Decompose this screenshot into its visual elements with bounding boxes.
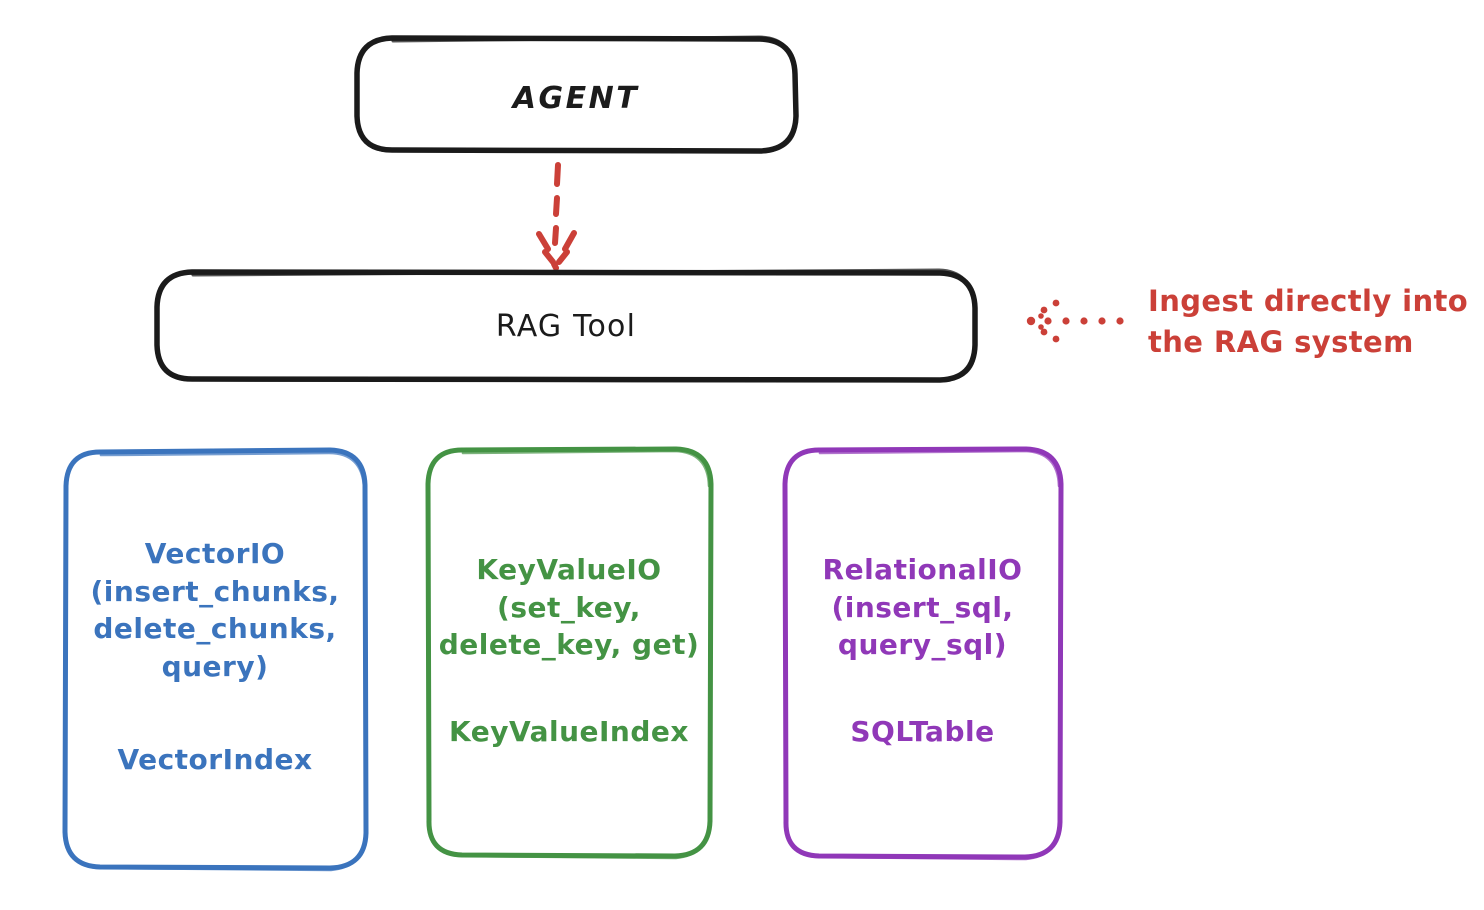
relational-io-box-sketch-overlay	[784, 449, 1062, 861]
keyvalue-io-interface-label: KeyValueIO (set_key, delete_key, get)	[438, 553, 700, 662]
keyvalue-io-box[interactable]	[425, 446, 714, 859]
rag-tool-box-sketch-overlay	[155, 268, 977, 383]
vector-io-box-sketch-overlay	[64, 451, 368, 872]
ingest-annotation-label: Ingest directly into the RAG system	[1148, 284, 1469, 360]
relational-io-box[interactable]	[782, 446, 1064, 860]
agent-box-sketch-overlay	[355, 35, 798, 154]
vector-io-box[interactable]	[62, 447, 369, 871]
keyvalue-io-box-sketch-overlay	[427, 449, 712, 860]
keyvalue-index-label: KeyValueIndex	[449, 715, 689, 748]
rag-tool-label: RAG Tool	[495, 309, 637, 344]
sql-table-label: SQLTable	[850, 715, 995, 748]
vector-io-interface-label: VectorIO (insert_chunks, delete_chunks, …	[90, 537, 340, 683]
agent-label: AGENT	[512, 81, 640, 116]
agent-to-rag-connector	[536, 162, 577, 271]
vector-index-label: VectorIndex	[117, 743, 313, 776]
ingest-to-rag-connector	[1026, 299, 1124, 343]
relational-io-interface-label: RelationalIO (insert_sql, query_sql)	[822, 553, 1023, 662]
